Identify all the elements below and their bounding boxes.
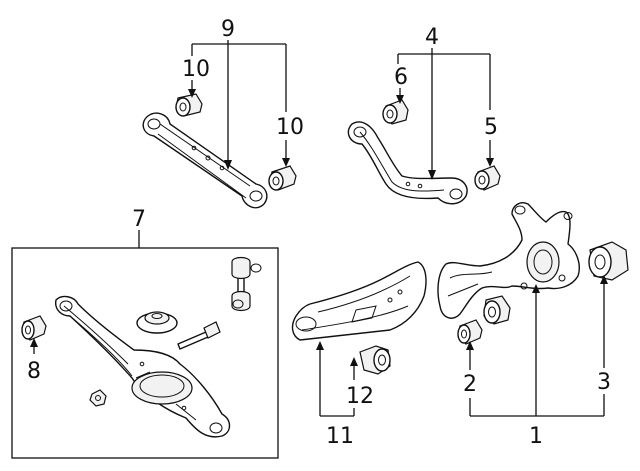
part-stabilizer-link[interactable] [231,256,262,312]
leader-4 [397,48,491,180]
part-curved-link-4[interactable] [347,121,468,205]
part-hub-bushing-3[interactable] [588,241,629,281]
callout-9: 9 [221,17,235,42]
callout-7: 7 [132,207,146,232]
part-bushing-12[interactable] [359,345,391,375]
callout-11: 11 [326,424,354,449]
part-bolt[interactable] [177,321,221,350]
part-nut[interactable] [89,389,107,407]
part-bushing-knuckle[interactable] [483,295,511,325]
callout-5: 5 [484,115,498,140]
assembly-7-frame [11,247,279,459]
part-trailing-arm-11[interactable] [291,261,427,341]
part-bushing-6[interactable] [382,99,409,125]
leader-8 [30,338,38,354]
part-bushing-10-upper[interactable] [175,93,203,117]
leader-9 [191,40,287,170]
callout-10-upper: 10 [182,57,210,82]
part-bushing-5[interactable] [474,165,501,191]
part-upper-link-9[interactable] [142,112,268,209]
leader-10-upper [188,80,196,98]
callout-1: 1 [529,424,543,449]
part-spring-seat[interactable] [136,311,178,334]
callout-6: 6 [394,65,408,90]
part-knuckle-1[interactable] [437,202,580,319]
callout-10-lower: 10 [276,115,304,140]
callout-2: 2 [463,372,477,397]
part-lower-control-arm-7[interactable] [55,295,231,438]
part-bushing-8[interactable] [21,315,47,341]
leader-5 [486,140,494,167]
callout-12: 12 [346,384,374,409]
leader-12 [350,357,358,380]
callout-4: 4 [425,25,439,50]
leader-2 [466,341,474,416]
callout-8: 8 [27,359,41,384]
leader-11 [316,341,355,417]
leader-10-lower [282,140,290,167]
leader-6 [396,88,404,104]
part-bushing-10-lower[interactable] [268,165,297,191]
leader-1 [470,284,604,417]
callout-3: 3 [597,370,611,395]
leader-3 [600,275,608,416]
part-bushing-2[interactable] [457,319,483,345]
